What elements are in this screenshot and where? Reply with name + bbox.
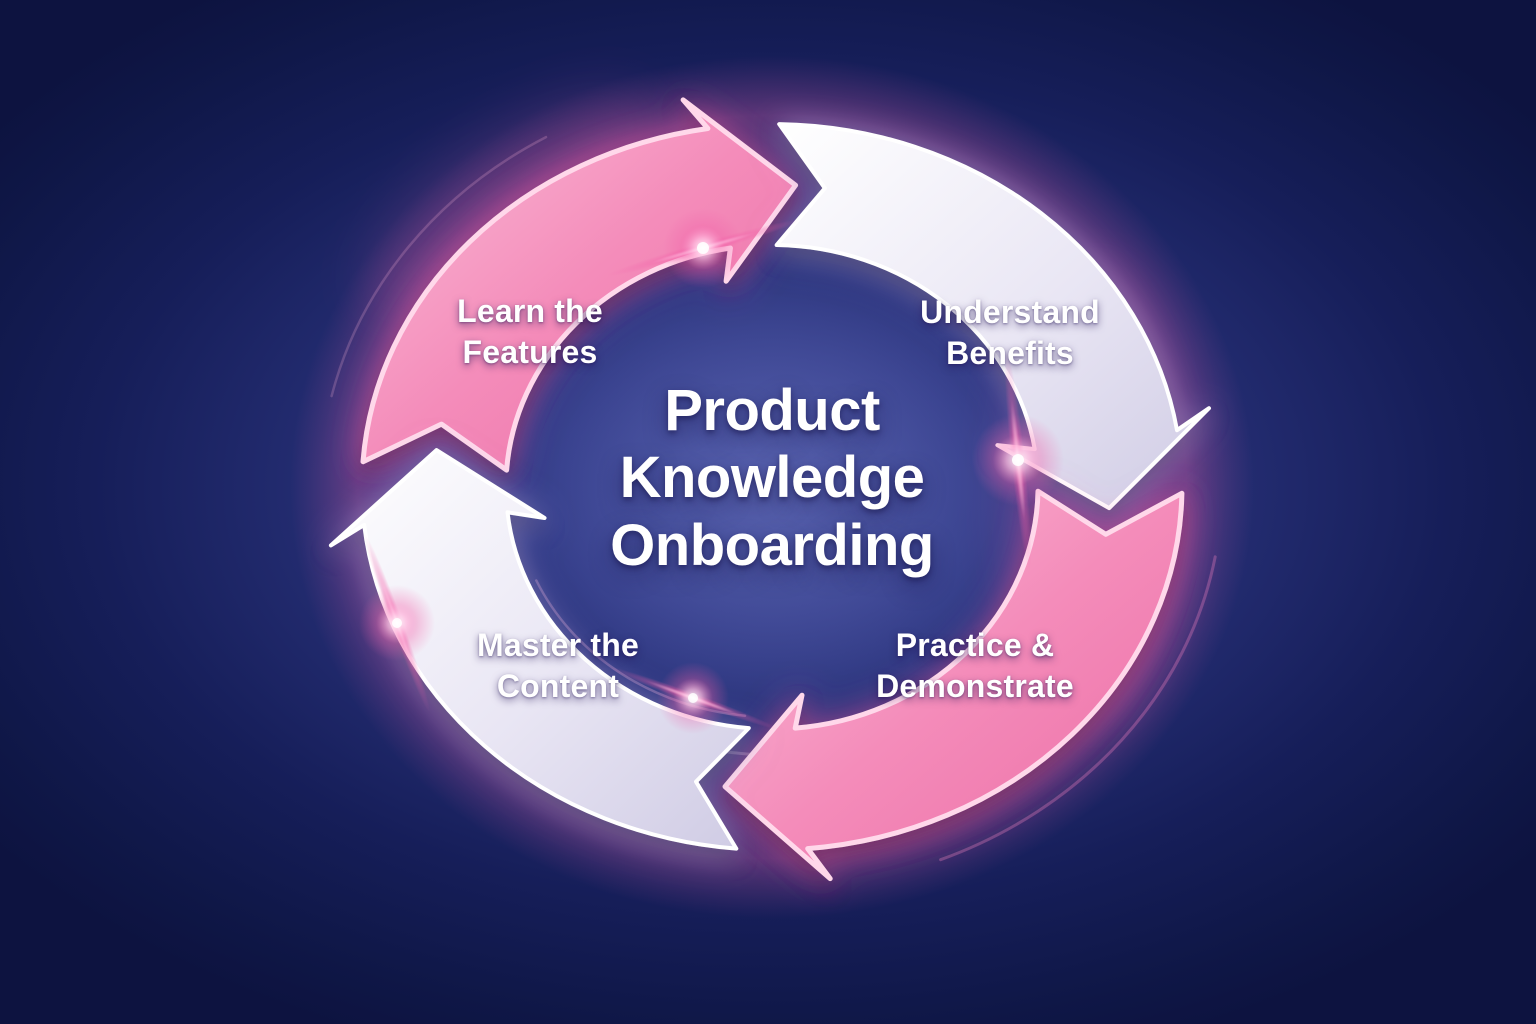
step-label-practice-demonstrate: Practice & Demonstrate [876, 627, 1074, 704]
decorative-arc [939, 555, 1217, 862]
step-label-master-the-content: Master the Content [476, 627, 640, 704]
arrow-segment-learn-the-features [360, 97, 799, 473]
arrow-segment-master-the-content [328, 448, 751, 851]
arrow-segment-understand-benefits [774, 122, 1211, 511]
lens-flares [359, 208, 1064, 734]
decorative-arc [330, 135, 548, 398]
inner-sheen [510, 249, 1034, 725]
step-label-understand-benefits: Understand Benefits [920, 294, 1100, 371]
diagram-title: Product Knowledge Onboarding [610, 378, 934, 578]
arrow-segment-practice-demonstrate [722, 488, 1185, 882]
step-label-learn-the-features: Learn the Features [457, 293, 603, 370]
